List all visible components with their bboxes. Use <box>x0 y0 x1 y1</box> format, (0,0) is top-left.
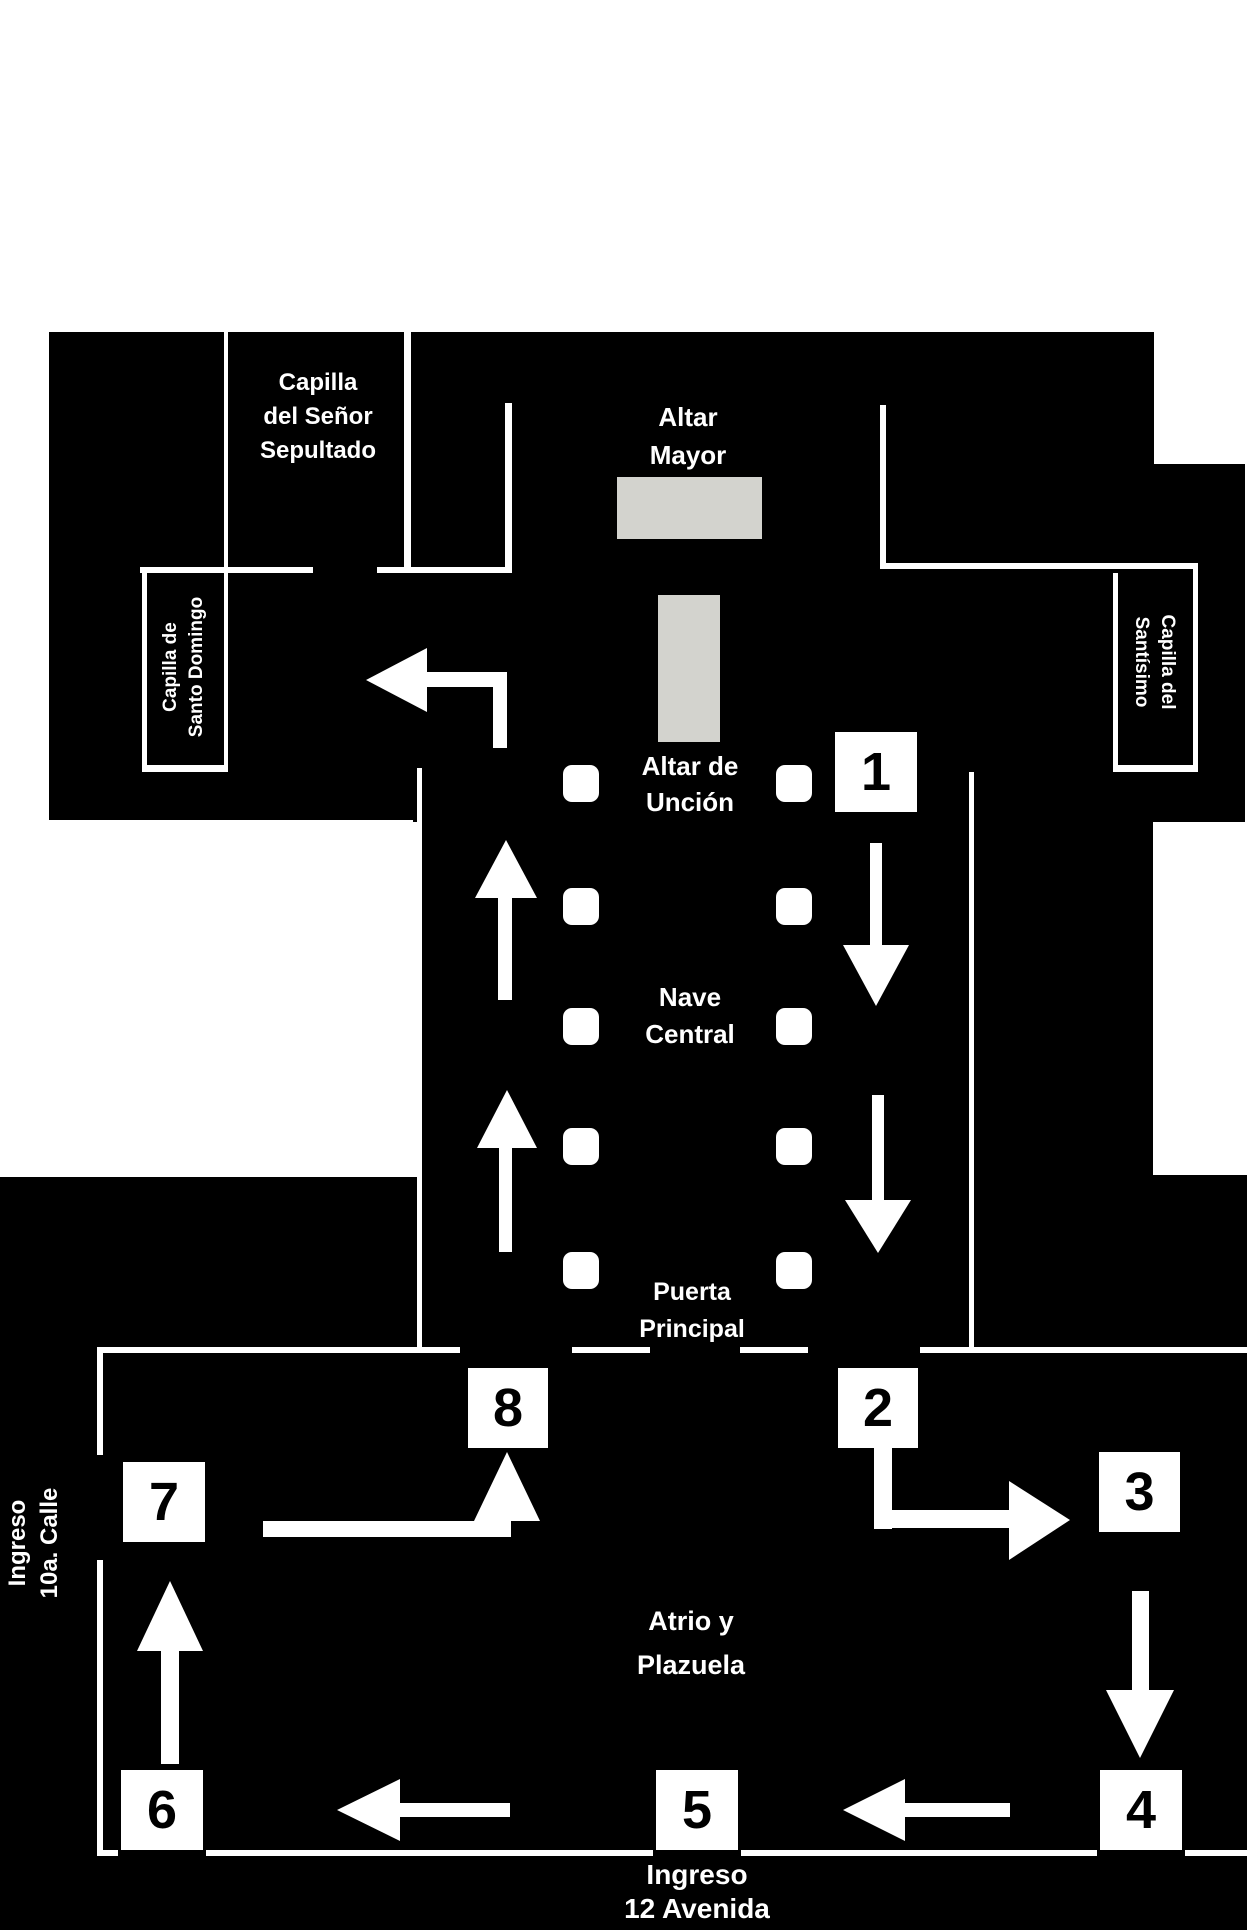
arrow-4-5-head-icon <box>843 1779 905 1841</box>
route-marker-8: 8 <box>468 1368 548 1448</box>
wall-chancel-screen-left <box>505 403 512 573</box>
wall-santo-domingo-left <box>142 572 147 772</box>
wall-transept-top-left-a <box>140 567 313 573</box>
wall-santisimo-left <box>1113 573 1118 772</box>
arrow-2-3-shaft-h <box>874 1510 1009 1528</box>
altar-uncion-label: Altar de Unción <box>641 751 739 817</box>
wall-santisimo-right <box>1193 569 1198 772</box>
wall-atrium-left-b <box>97 1560 103 1856</box>
wall-south-d <box>920 1347 1247 1353</box>
route-marker-7: 7 <box>123 1462 205 1542</box>
wall-south-a <box>97 1347 460 1353</box>
route-marker-7-digit: 7 <box>148 1472 180 1532</box>
route-marker-1: 1 <box>835 732 917 812</box>
route-marker-4-digit: 4 <box>1125 1780 1157 1840</box>
route-marker-5: 5 <box>656 1770 738 1850</box>
wall-left-chapel-divider <box>224 332 228 772</box>
floor-transept <box>413 464 1245 822</box>
atrio-plazuela-label: Atrio y Plazuela <box>636 1606 746 1680</box>
arrow-7-8-shaft-h <box>263 1521 511 1537</box>
floor-chancel-top <box>413 332 1154 464</box>
chapel-santo-domingo-label: Capilla de Santo Domingo <box>160 596 207 738</box>
column <box>776 765 812 802</box>
route-marker-3: 3 <box>1099 1452 1180 1532</box>
chapel-santisimo-label: Capilla del Santísimo <box>1131 614 1178 710</box>
wall-south-b <box>572 1347 650 1353</box>
entrance-12-avenida-label: Ingreso 12 Avenida <box>624 1859 770 1924</box>
route-marker-1-digit: 1 <box>860 742 892 802</box>
arrow-crossing-left-head-icon <box>366 648 427 712</box>
arrow-1-down-head-icon <box>843 945 909 1006</box>
arrow-3-4-shaft <box>1132 1591 1149 1690</box>
arrow-nave-up-1-head-icon <box>475 840 537 898</box>
floor-left-wing <box>49 332 417 820</box>
wall-atrium-bottom-b <box>206 1850 653 1856</box>
arrow-nave-up-2-shaft <box>499 1148 512 1252</box>
column <box>776 1128 812 1165</box>
wall-nave-east <box>969 772 974 1348</box>
wall-nave-west <box>417 768 422 1350</box>
route-marker-5-digit: 5 <box>681 1780 713 1840</box>
arrow-1-down-shaft <box>870 843 882 945</box>
floor-atrium <box>0 1348 1247 1930</box>
puerta-principal-label: Puerta Principal <box>639 1278 745 1343</box>
column <box>776 1008 812 1045</box>
wall-transept-top-left-b <box>377 567 512 573</box>
arrow-crossing-left-shaft-h <box>425 672 507 687</box>
arrow-4-5-shaft <box>905 1803 1010 1817</box>
column <box>563 1008 599 1045</box>
wall-transept-top-right <box>880 563 1198 569</box>
altar-mayor-label: Altar Mayor <box>649 402 727 470</box>
arrow-crossing-left-shaft-v <box>493 687 507 748</box>
route-marker-4: 4 <box>1100 1770 1182 1850</box>
wall-atrium-bottom-c <box>741 1850 1097 1856</box>
wall-atrium-bottom-d <box>1185 1850 1247 1856</box>
arrow-3-4-head-icon <box>1106 1690 1174 1758</box>
arrow-6-7-shaft <box>161 1651 179 1764</box>
altar-mayor-table <box>617 477 762 539</box>
wall-chancel-screen-right <box>880 405 886 569</box>
route-marker-8-digit: 8 <box>492 1378 524 1438</box>
column <box>563 1252 599 1289</box>
floor-left-lower <box>0 1177 417 1348</box>
altar-uncion-table <box>658 595 720 742</box>
arrow-5-6-shaft <box>400 1803 510 1817</box>
route-marker-6: 6 <box>121 1770 203 1850</box>
column <box>563 1128 599 1165</box>
arrow-nave-up-2-head-icon <box>477 1090 537 1148</box>
route-marker-6-digit: 6 <box>146 1780 178 1840</box>
route-marker-3-digit: 3 <box>1124 1462 1155 1522</box>
wall-santo-domingo-bottom <box>142 765 228 772</box>
nave-central-label: Nave Central <box>645 982 735 1049</box>
wall-atrium-bottom-a <box>97 1850 118 1856</box>
route-marker-2: 2 <box>838 1368 918 1448</box>
arrow-nave-up-1-shaft <box>498 898 512 1000</box>
wall-atrium-left-a <box>97 1353 103 1455</box>
arrow-nave-down-shaft <box>872 1095 884 1200</box>
chapel-sepultado-label: Capilla del Señor Sepultado <box>259 369 376 464</box>
column <box>776 1252 812 1289</box>
arrow-7-8-head-icon <box>474 1452 540 1521</box>
wall-sepultado-right <box>404 332 411 573</box>
arrow-5-6-head-icon <box>337 1779 400 1841</box>
wall-santisimo-bottom <box>1113 765 1198 772</box>
arrow-nave-down-head-icon <box>845 1200 911 1253</box>
column <box>563 888 599 925</box>
arrow-2-3-shaft-v <box>874 1448 892 1529</box>
arrow-6-7-head-icon <box>137 1581 203 1651</box>
entrance-10a-calle-label: Ingreso 10a. Calle <box>4 1487 63 1599</box>
column <box>776 888 812 925</box>
arrow-2-3-head-icon <box>1009 1481 1070 1560</box>
floor-right-lower <box>1153 1175 1247 1348</box>
wall-south-c <box>740 1347 808 1353</box>
route-marker-2-digit: 2 <box>862 1378 894 1438</box>
column <box>563 765 599 802</box>
